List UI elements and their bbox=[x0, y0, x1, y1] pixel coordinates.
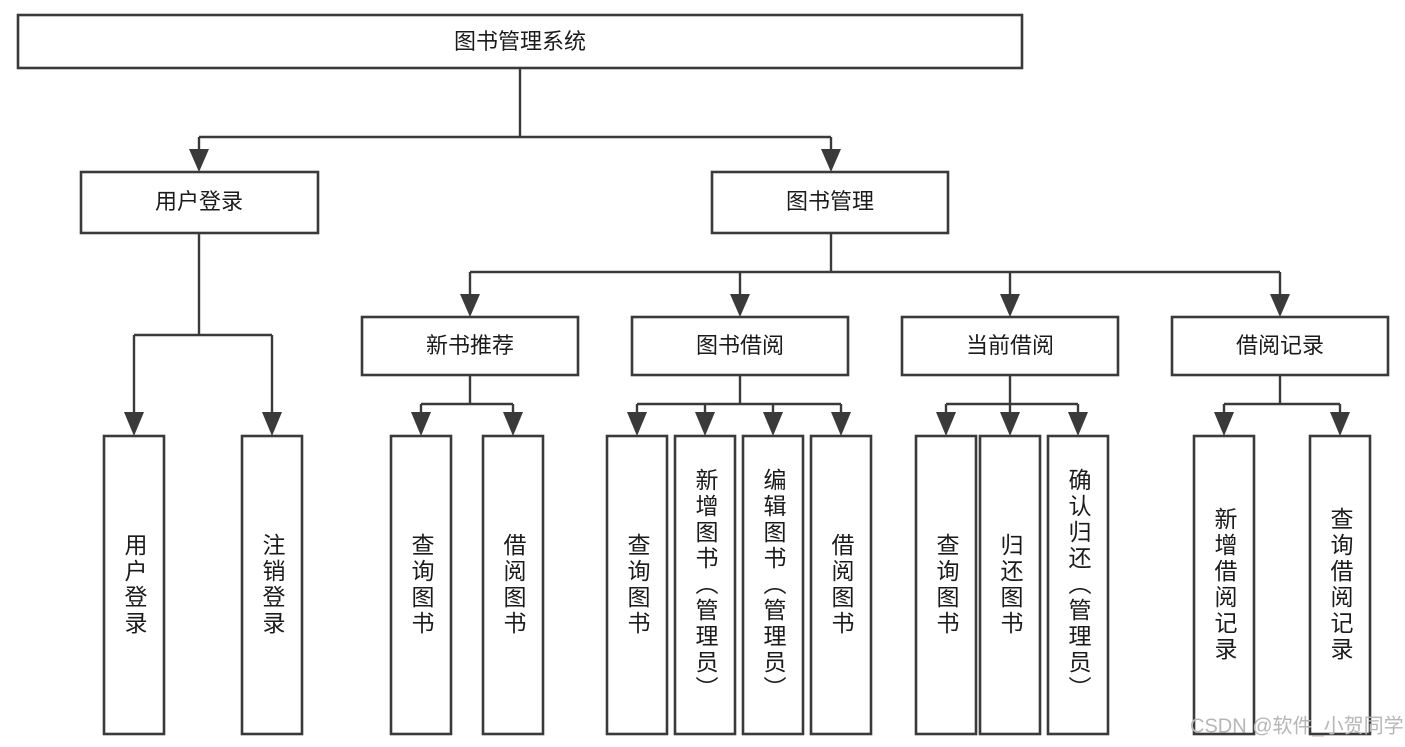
node-new-book-recommend-label: 新书推荐 bbox=[426, 333, 514, 358]
leaf-current-borrow-query-label: 查询图书 bbox=[933, 533, 960, 637]
watermark-text: CSDN @软件_小贺同学 bbox=[1190, 714, 1404, 737]
leaf-book-borrow-edit[interactable]: 编辑图书（管理员） bbox=[741, 434, 805, 736]
leaf-new-book-borrow-label: 借阅图书 bbox=[500, 533, 527, 637]
node-new-book-recommend-box[interactable] bbox=[360, 315, 580, 377]
node-new-book-recommend[interactable]: 新书推荐 bbox=[360, 315, 580, 377]
arrow-head-book-mgmt bbox=[821, 149, 841, 172]
leaf-user-login-login[interactable]: 用户登录 bbox=[102, 434, 166, 736]
node-book-management-box[interactable] bbox=[710, 170, 950, 235]
leaf-borrow-record-add[interactable]: 新增借阅记录 bbox=[1192, 434, 1256, 736]
node-current-borrow-label: 当前借阅 bbox=[966, 333, 1054, 358]
node-borrow-record[interactable]: 借阅记录 bbox=[1170, 315, 1390, 377]
leaf-new-book-query-box[interactable] bbox=[389, 434, 453, 736]
leaf-current-borrow-confirm-label: 确认归还（管理员） bbox=[1065, 468, 1092, 702]
node-borrow-record-label: 借阅记录 bbox=[1236, 333, 1324, 358]
leaf-user-login-login-label: 用户登录 bbox=[121, 533, 148, 637]
arrow-head-leaf-book-borrow-4 bbox=[831, 412, 851, 436]
node-user-login-box[interactable] bbox=[79, 170, 320, 235]
leaf-borrow-record-add-box[interactable] bbox=[1192, 434, 1256, 736]
arrow-head-leaf-borrow-record-1 bbox=[1214, 412, 1234, 436]
leaf-book-borrow-query-box[interactable] bbox=[605, 434, 669, 736]
leaf-book-borrow-query[interactable]: 查询图书 bbox=[605, 434, 669, 736]
arrow-head-leaf-book-borrow-2 bbox=[695, 412, 715, 436]
arrow-head-leaf-current-borrow-3 bbox=[1068, 412, 1088, 436]
leaf-current-borrow-confirm-box[interactable] bbox=[1046, 434, 1110, 736]
node-book-borrow-box[interactable] bbox=[630, 315, 850, 377]
leaf-new-book-borrow[interactable]: 借阅图书 bbox=[481, 434, 545, 736]
leaf-book-borrow-edit-label: 编辑图书（管理员） bbox=[760, 468, 787, 702]
leaf-new-book-query[interactable]: 查询图书 bbox=[389, 434, 453, 736]
leaf-new-book-query-label: 查询图书 bbox=[408, 533, 435, 637]
node-current-borrow-box[interactable] bbox=[900, 315, 1120, 377]
arrow-head-leaf-current-borrow-1 bbox=[936, 412, 956, 436]
node-user-login[interactable]: 用户登录 bbox=[79, 170, 320, 235]
arrow-head-borrow-record bbox=[1270, 294, 1290, 317]
leaf-user-login-logout-label: 注销登录 bbox=[259, 533, 286, 637]
node-root-label: 图书管理系统 bbox=[454, 29, 586, 54]
leaf-book-borrow-add-box[interactable] bbox=[673, 434, 737, 736]
leaf-book-borrow-borrow-box[interactable] bbox=[809, 434, 873, 736]
arrow-head-leaf-user-login-1 bbox=[124, 412, 144, 436]
leaf-book-borrow-borrow[interactable]: 借阅图书 bbox=[809, 434, 873, 736]
leaf-borrow-record-query-label: 查询借阅记录 bbox=[1327, 507, 1354, 663]
leaf-user-login-logout[interactable]: 注销登录 bbox=[240, 434, 304, 736]
leaf-borrow-record-query[interactable]: 查询借阅记录 bbox=[1308, 434, 1372, 736]
arrow-head-leaf-user-login-2 bbox=[262, 412, 282, 436]
leaf-borrow-record-add-label: 新增借阅记录 bbox=[1211, 507, 1238, 663]
node-book-management[interactable]: 图书管理 bbox=[710, 170, 950, 235]
arrow-head-new-book bbox=[460, 294, 480, 317]
arrow-head-leaf-borrow-record-2 bbox=[1330, 412, 1350, 436]
leaf-book-borrow-query-label: 查询图书 bbox=[624, 533, 651, 637]
leaf-book-borrow-borrow-label: 借阅图书 bbox=[828, 533, 855, 637]
arrow-head-leaf-book-borrow-3 bbox=[763, 412, 783, 436]
arrow-head-current-borrow bbox=[1000, 294, 1020, 317]
leaf-current-borrow-confirm[interactable]: 确认归还（管理员） bbox=[1046, 434, 1110, 736]
arrow-head-book-borrow bbox=[730, 294, 750, 317]
arrow-head-leaf-book-borrow-1 bbox=[627, 412, 647, 436]
node-root-box[interactable] bbox=[16, 13, 1024, 70]
leaf-current-borrow-return-box[interactable] bbox=[978, 434, 1042, 736]
node-book-borrow-label: 图书借阅 bbox=[696, 333, 784, 358]
leaf-book-borrow-add-label: 新增图书（管理员） bbox=[692, 468, 719, 702]
leaf-new-book-borrow-box[interactable] bbox=[481, 434, 545, 736]
leaf-book-borrow-add[interactable]: 新增图书（管理员） bbox=[673, 434, 737, 736]
node-book-management-label: 图书管理 bbox=[786, 189, 874, 214]
connector-layer bbox=[124, 68, 1350, 436]
leaf-book-borrow-edit-box[interactable] bbox=[741, 434, 805, 736]
node-book-borrow[interactable]: 图书借阅 bbox=[630, 315, 850, 377]
node-borrow-record-box[interactable] bbox=[1170, 315, 1390, 377]
leaf-current-borrow-query-box[interactable] bbox=[914, 434, 978, 736]
node-current-borrow[interactable]: 当前借阅 bbox=[900, 315, 1120, 377]
leaf-user-login-logout-box[interactable] bbox=[240, 434, 304, 736]
leaf-current-borrow-return-label: 归还图书 bbox=[997, 533, 1024, 637]
arrow-head-leaf-new-book-2 bbox=[503, 412, 523, 436]
arrow-head-leaf-new-book-1 bbox=[411, 412, 431, 436]
leaf-current-borrow-return[interactable]: 归还图书 bbox=[978, 434, 1042, 736]
node-root[interactable]: 图书管理系统 bbox=[16, 13, 1024, 70]
leaf-user-login-login-box[interactable] bbox=[102, 434, 166, 736]
arrow-head-user-login bbox=[189, 149, 209, 172]
node-user-login-label: 用户登录 bbox=[155, 189, 243, 214]
leaf-borrow-record-query-box[interactable] bbox=[1308, 434, 1372, 736]
leaf-current-borrow-query[interactable]: 查询图书 bbox=[914, 434, 978, 736]
arrow-head-leaf-current-borrow-2 bbox=[1000, 412, 1020, 436]
